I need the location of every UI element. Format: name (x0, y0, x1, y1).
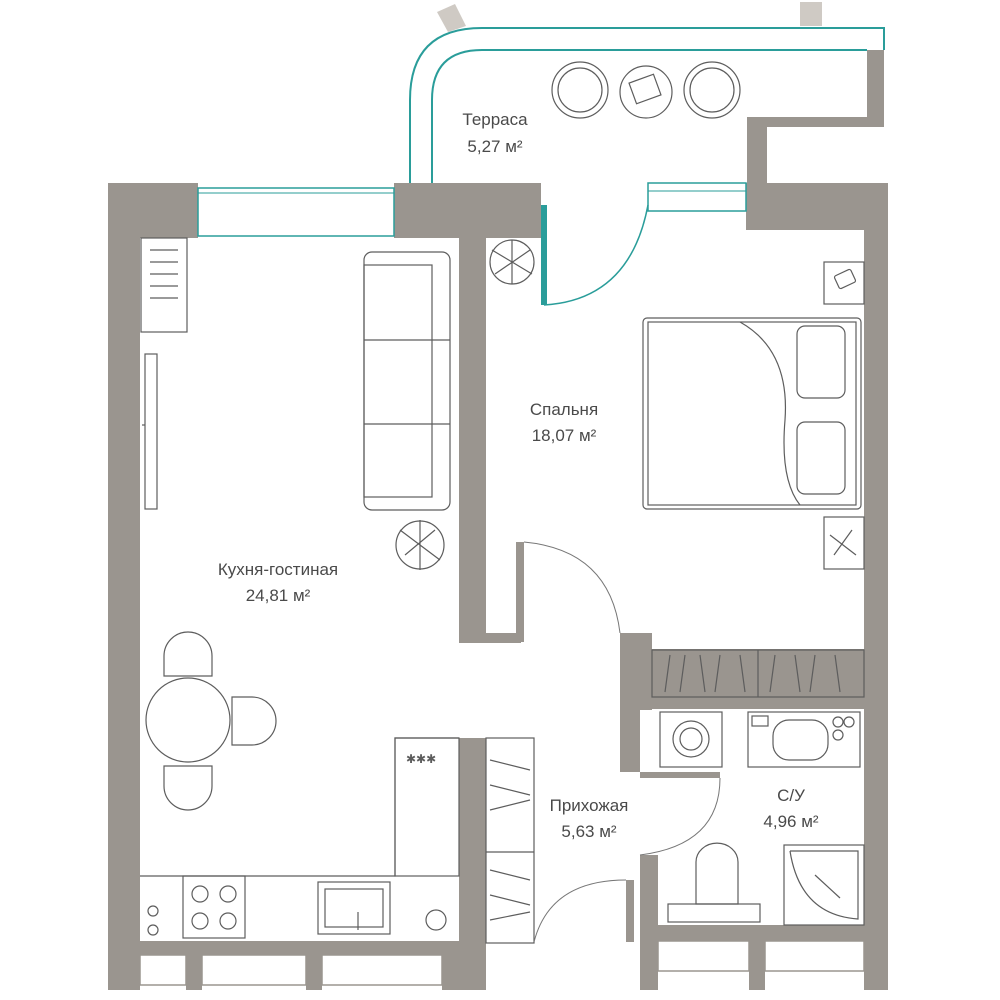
wall-bottom-5 (442, 955, 486, 990)
wardrobe-hallway (485, 737, 535, 944)
room-name-bathroom: С/У (777, 786, 805, 805)
room-name-hallway: Прихожая (550, 796, 629, 815)
bathroom-door (639, 772, 721, 856)
room-area-living: 24,81 м² (246, 586, 311, 605)
room-name-bedroom: Спальня (530, 400, 598, 419)
wall-right (864, 183, 888, 990)
walls (108, 50, 888, 990)
dining-chair-right-icon (231, 696, 277, 746)
terrace-door (541, 204, 649, 306)
terrace-table-icon (619, 65, 673, 119)
washing-machine-icon (659, 711, 723, 768)
room-area-bathroom: 4,96 м² (763, 812, 818, 831)
terrace-chair-left-icon (551, 61, 609, 119)
nightstand-top-icon (823, 261, 865, 305)
wardrobe-bedroom (651, 649, 865, 698)
entrance-door (533, 879, 634, 943)
wall-bottom-bath-3 (749, 941, 765, 990)
wall-partition-1b (486, 633, 521, 643)
room-name-living: Кухня-гостиная (218, 560, 338, 579)
bed-icon (642, 317, 862, 510)
sink-bath-icon (747, 711, 861, 768)
sofa-icon (363, 251, 451, 511)
plant-bedroom-icon (489, 239, 535, 285)
tv-icon (142, 353, 158, 510)
toilet-icon (667, 842, 761, 923)
wall-top-mid (394, 183, 541, 238)
wall-partition-1 (459, 238, 486, 643)
wall-bath-top (620, 633, 864, 772)
wall-bottom-3 (186, 955, 202, 990)
wall-terrace (747, 50, 884, 183)
wall-bottom-2 (108, 955, 138, 990)
kitchen-knobs-icon (147, 905, 159, 936)
bedroom-door (516, 541, 621, 642)
wall-top-left (108, 183, 198, 238)
plant-living-icon (395, 520, 445, 570)
terrace-outline (409, 27, 885, 183)
wall-bottom-bath-2 (640, 941, 658, 990)
wall-bottom-bath (640, 925, 888, 941)
room-area-hallway: 5,63 м² (561, 822, 616, 841)
room-area-terrace: 5,27 м² (467, 137, 522, 156)
wall-partition-2 (459, 738, 486, 990)
shower-icon (783, 844, 865, 926)
kitchen-counter (140, 737, 460, 877)
window-bedroom (647, 182, 747, 212)
dining-chair-bottom-icon (163, 765, 213, 811)
dining-chair-top-icon (163, 631, 213, 677)
terrace-chair-right-icon (683, 61, 741, 119)
oven-icon: ✱✱✱ (406, 752, 436, 766)
bottom-windows (139, 940, 865, 986)
cooktop-icon (182, 875, 246, 939)
kettle-icon (425, 909, 447, 931)
wall-bottom-4 (306, 955, 322, 990)
svg-text:✱✱✱: ✱✱✱ (406, 752, 436, 766)
radiator-icon (140, 237, 188, 333)
wall-bottom-bath-4 (864, 941, 888, 990)
nightstand-bottom-icon (823, 516, 865, 570)
room-name-terrace: Терраса (462, 110, 528, 129)
sink-kitchen-icon (317, 881, 391, 935)
window-living (197, 183, 395, 238)
wall-bottom-1 (108, 941, 459, 955)
room-area-bedroom: 18,07 м² (532, 426, 597, 445)
terrace-posts (437, 2, 822, 32)
wall-left (108, 183, 140, 990)
dining-table-icon (145, 677, 231, 763)
